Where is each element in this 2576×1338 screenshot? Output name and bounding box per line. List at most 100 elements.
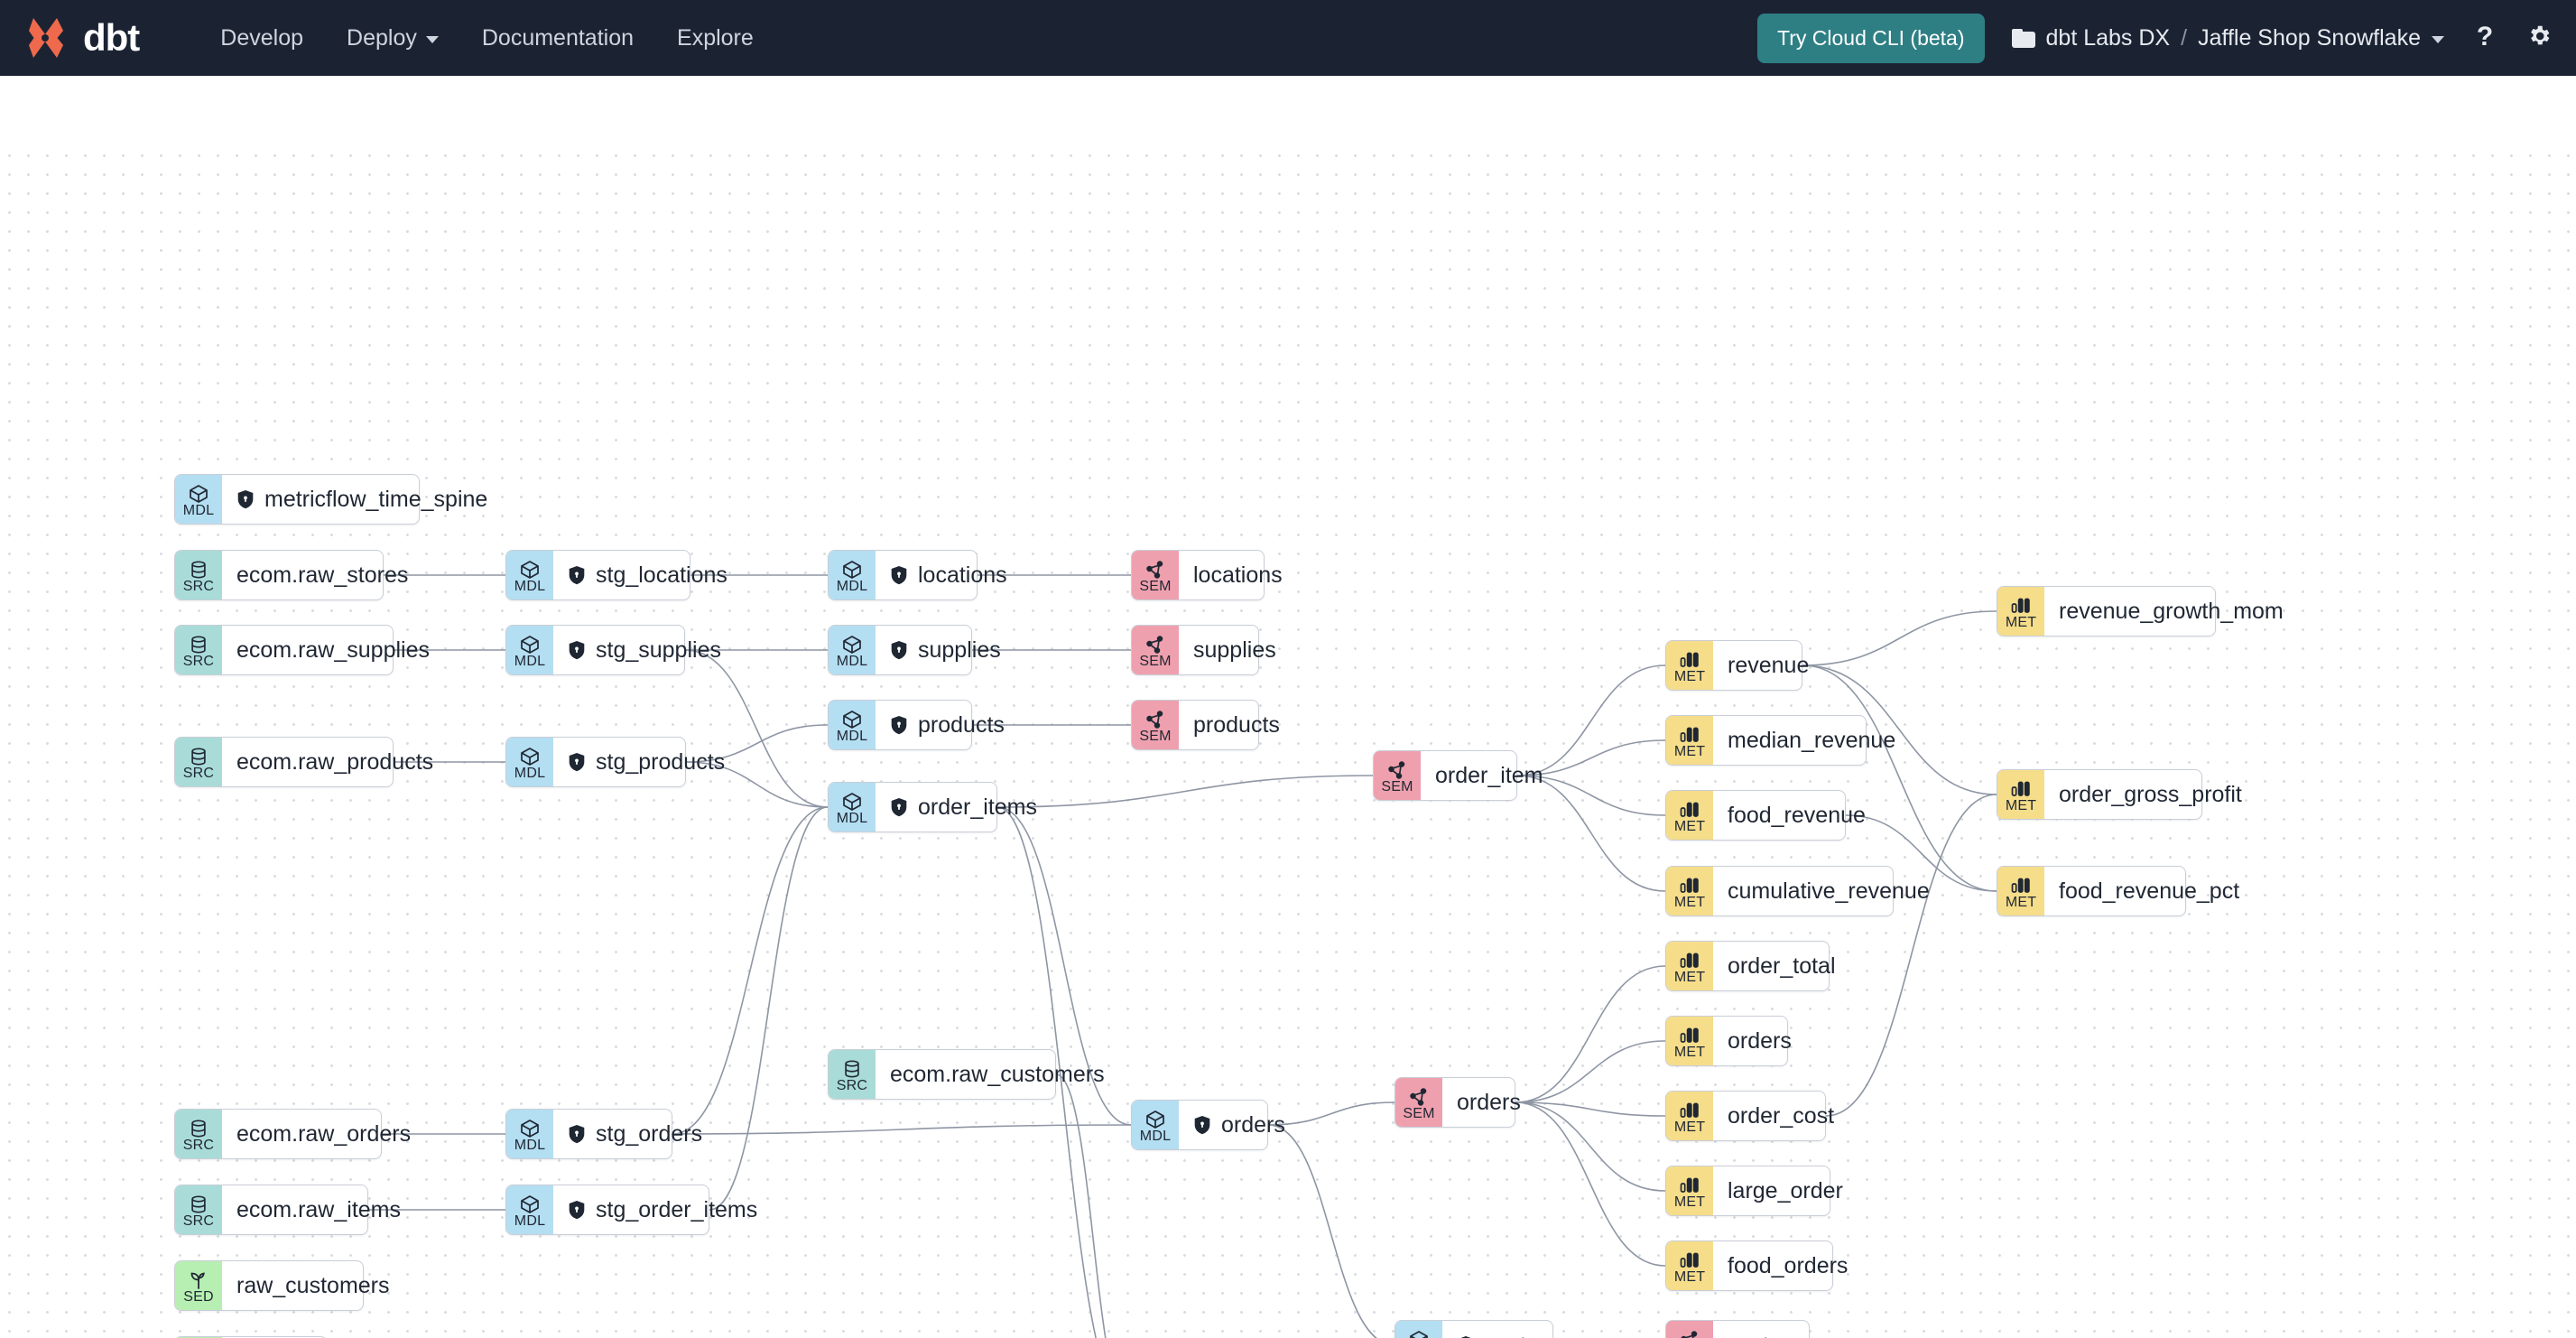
- database-icon: [189, 1194, 208, 1214]
- nav-item-documentation[interactable]: Documentation: [482, 25, 634, 51]
- edge-met_revenue-to-met_food_revenue_pct: [1802, 664, 1997, 892]
- node-label: supplies: [1193, 636, 1276, 663]
- node-label: stg_products: [596, 748, 726, 775]
- bar-chart-icon: [1679, 725, 1700, 745]
- node-type-badge-src: SRC: [175, 626, 222, 674]
- chevron-down-icon[interactable]: [2432, 35, 2444, 43]
- node-body: stg_supplies: [553, 626, 739, 674]
- bar-chart-icon: [1679, 876, 1700, 896]
- graph-node-sem_supplies[interactable]: SEM supplies: [1131, 625, 1276, 675]
- node-label: supplies: [918, 636, 1001, 663]
- dbt-logo[interactable]: dbt: [27, 14, 140, 61]
- account-name[interactable]: dbt Labs DX: [2045, 24, 2171, 51]
- breadcrumb-separator: /: [2181, 24, 2188, 51]
- node-body: food_orders: [1713, 1241, 1866, 1290]
- cube-icon: [841, 560, 863, 580]
- node-body: revenue: [1713, 641, 1827, 690]
- edge-stg_orders-to-mdl_orders: [672, 1124, 1132, 1135]
- graph-nodes-icon: [1144, 635, 1166, 655]
- node-type-badge-src: SRC: [175, 1185, 222, 1234]
- node-type-badge-mdl: MDL: [829, 626, 876, 674]
- try-cloud-cli-button[interactable]: Try Cloud CLI (beta): [1757, 13, 1985, 63]
- bar-chart-icon: [2010, 876, 2032, 896]
- question-mark-icon[interactable]: ?: [2471, 22, 2498, 55]
- edge-stg_products-to-mdl_products: [685, 724, 829, 763]
- node-label: stg_orders: [596, 1120, 703, 1147]
- node-type-label: MDL: [514, 578, 546, 594]
- node-type-badge-mdl: MDL: [829, 701, 876, 749]
- node-type-label: SEM: [1139, 728, 1172, 744]
- node-body: orders: [1713, 1017, 1810, 1065]
- node-label: locations: [1193, 562, 1283, 588]
- edge-met_revenue-to-met_order_gross_profit: [1802, 664, 1997, 795]
- node-type-label: MET: [1673, 668, 1706, 684]
- node-type-label: SEM: [1139, 653, 1172, 669]
- node-type-badge-met: MET: [1997, 867, 2044, 915]
- node-body: large_order: [1713, 1166, 1861, 1215]
- bar-chart-icon: [1679, 1101, 1700, 1120]
- edge-ecom_raw_customers-to-stg_customers: [1055, 1073, 1107, 1338]
- node-type-badge-src: SRC: [829, 1050, 876, 1099]
- shield-icon: [568, 640, 586, 660]
- database-icon: [189, 635, 208, 655]
- node-body: order_total: [1713, 942, 1854, 990]
- graph-node-sem_locations[interactable]: SEM locations: [1131, 550, 1283, 600]
- node-type-label: SEM: [1381, 778, 1413, 794]
- node-label: orders: [1728, 1027, 1792, 1054]
- node-type-label: MET: [1673, 743, 1706, 759]
- nav-item-deploy[interactable]: Deploy: [347, 25, 439, 51]
- node-label: food_revenue: [1728, 802, 1866, 828]
- bar-chart-icon: [2010, 779, 2032, 799]
- node-type-label: MDL: [836, 653, 868, 669]
- nav-item-explore[interactable]: Explore: [677, 25, 754, 51]
- graph-node-sem_customers[interactable]: SEMcustomers: [1665, 1320, 1831, 1338]
- node-body: products: [1179, 701, 1298, 749]
- gear-icon[interactable]: [2525, 23, 2553, 54]
- graph-node-mdl_customers[interactable]: MDLcustomers: [1395, 1320, 1589, 1338]
- node-type-badge-sem: SEM: [1395, 1078, 1442, 1127]
- node-body: ecom.raw_orders: [222, 1110, 429, 1158]
- edge-stg_supplies-to-mdl_order_items: [684, 649, 829, 808]
- node-label: ecom.raw_stores: [236, 562, 409, 588]
- node-label: metricflow_time_spine: [264, 486, 488, 512]
- node-type-badge-mdl: MDL: [506, 626, 553, 674]
- node-type-label: SEM: [1139, 578, 1172, 594]
- nav-item-develop[interactable]: Develop: [220, 25, 303, 51]
- graph-node-mdl_supplies[interactable]: MDL supplies: [828, 625, 1001, 675]
- project-name[interactable]: Jaffle Shop Snowflake: [2198, 24, 2421, 51]
- graph-nodes-icon: [1144, 710, 1166, 729]
